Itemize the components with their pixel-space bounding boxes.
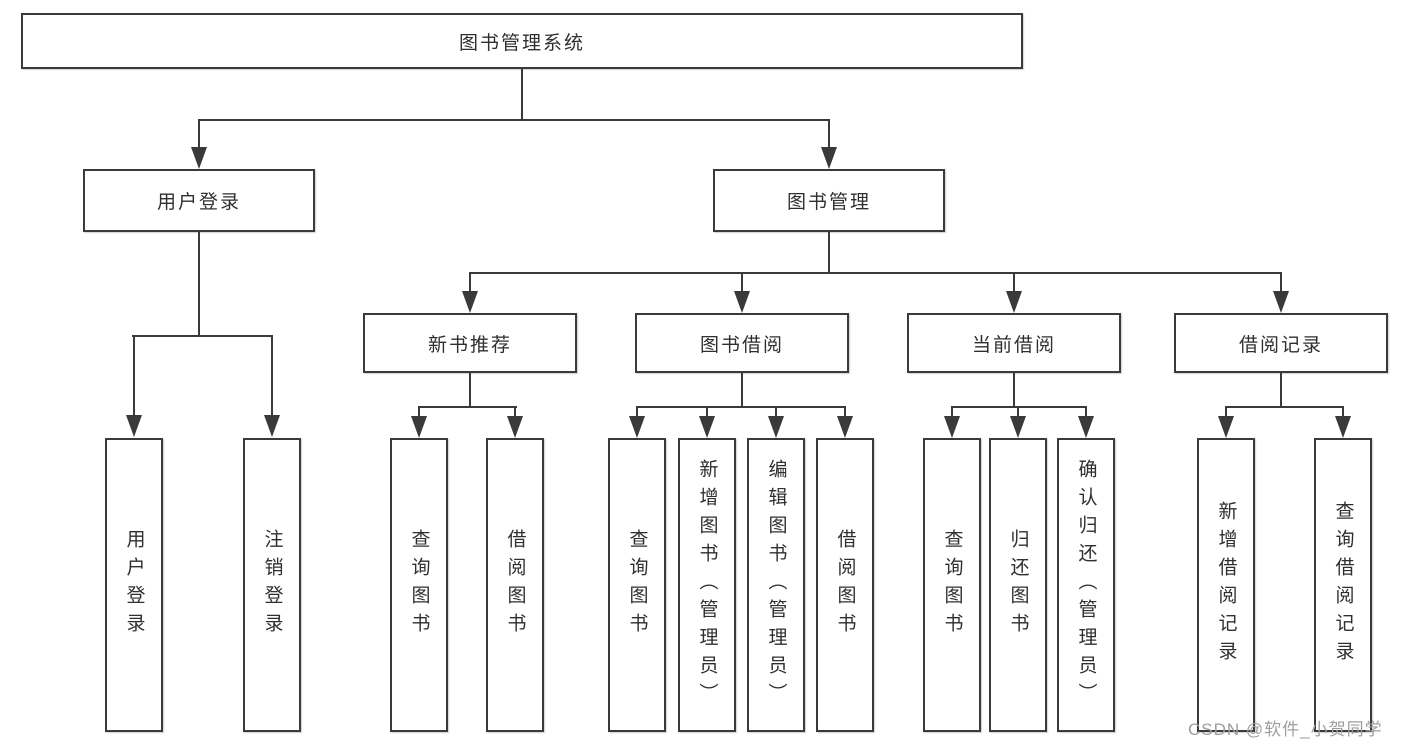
connector-line	[521, 69, 523, 120]
connector-line	[636, 406, 638, 417]
connector-line	[133, 335, 135, 416]
arrow-down-icon	[507, 416, 523, 438]
connector-line	[1085, 406, 1087, 417]
leaf-user-login-label: 用户登录	[123, 529, 145, 641]
leaf-borrow-edit-book-admin: 编辑图书（管理员）	[747, 438, 805, 732]
connector-line	[828, 119, 830, 148]
leaf-borrow-borrow-book-label: 借阅图书	[834, 529, 856, 641]
connector-line	[636, 406, 846, 408]
node-current-borrow: 当前借阅	[907, 313, 1121, 373]
node-user-login-label: 用户登录	[156, 192, 241, 213]
node-book-borrow-label: 图书借阅	[699, 334, 784, 356]
arrow-down-icon	[411, 416, 427, 438]
connector-line	[951, 406, 1087, 408]
connector-line	[1013, 373, 1015, 408]
connector-line	[198, 232, 200, 337]
leaf-borrow-add-book-admin-label: 新增图书（管理员）	[696, 459, 718, 711]
leaf-current-confirm-return-admin: 确认归还（管理员）	[1057, 438, 1115, 732]
arrow-down-icon	[462, 291, 478, 313]
arrow-down-icon	[734, 291, 750, 313]
arrow-down-icon	[768, 416, 784, 438]
leaf-user-login: 用户登录	[105, 438, 163, 732]
arrow-down-icon	[1078, 416, 1094, 438]
leaf-records-query-record-label: 查询借阅记录	[1332, 501, 1354, 669]
arrow-down-icon	[1010, 416, 1026, 438]
arrow-down-icon	[944, 416, 960, 438]
node-root-label: 图书管理系统	[458, 32, 585, 54]
connector-line	[828, 232, 830, 274]
node-current-borrow-label: 当前借阅	[971, 334, 1056, 356]
connector-line	[951, 406, 953, 417]
node-new-book-recommend-label: 新书推荐	[427, 334, 512, 356]
connector-line	[271, 335, 273, 416]
connector-line	[775, 406, 777, 417]
node-new-book-recommend: 新书推荐	[363, 313, 577, 373]
arrow-down-icon	[1006, 291, 1022, 313]
leaf-recommend-borrow-book-label: 借阅图书	[504, 529, 526, 641]
leaf-records-add-record-label: 新增借阅记录	[1215, 501, 1237, 669]
connector-line	[198, 119, 830, 121]
node-user-login: 用户登录	[83, 169, 315, 232]
node-book-borrow: 图书借阅	[635, 313, 849, 373]
leaf-logout-label: 注销登录	[261, 529, 283, 641]
leaf-current-return-book-label: 归还图书	[1007, 529, 1029, 641]
node-borrow-records-label: 借阅记录	[1238, 334, 1323, 356]
arrow-down-icon	[1273, 291, 1289, 313]
connector-line	[1017, 406, 1019, 417]
arrow-down-icon	[1218, 416, 1234, 438]
connector-line	[1280, 373, 1282, 408]
leaf-recommend-query-book-label: 查询图书	[408, 529, 430, 641]
leaf-records-query-record: 查询借阅记录	[1314, 438, 1372, 732]
connector-line	[741, 373, 743, 408]
connector-line	[514, 406, 516, 417]
connector-line	[1013, 272, 1015, 292]
arrow-down-icon	[191, 147, 207, 169]
connector-line	[706, 406, 708, 417]
leaf-borrow-query-book: 查询图书	[608, 438, 666, 732]
node-root: 图书管理系统	[21, 13, 1023, 69]
leaf-current-query-book: 查询图书	[923, 438, 981, 732]
arrow-down-icon	[699, 416, 715, 438]
connector-line	[418, 406, 517, 408]
connector-line	[741, 272, 743, 292]
connector-line	[418, 406, 420, 417]
connector-line	[844, 406, 846, 417]
leaf-records-add-record: 新增借阅记录	[1197, 438, 1255, 732]
csdn-watermark: CSDN @软件_小贺同学	[1188, 720, 1383, 739]
leaf-current-query-book-label: 查询图书	[941, 529, 963, 641]
connector-line	[1225, 406, 1227, 417]
node-book-management-label: 图书管理	[786, 192, 871, 213]
connector-line	[132, 335, 273, 337]
node-borrow-records: 借阅记录	[1174, 313, 1388, 373]
node-book-management: 图书管理	[713, 169, 945, 232]
leaf-recommend-query-book: 查询图书	[390, 438, 448, 732]
leaf-borrow-borrow-book: 借阅图书	[816, 438, 874, 732]
connector-line	[1225, 406, 1344, 408]
arrow-down-icon	[837, 416, 853, 438]
arrow-down-icon	[1335, 416, 1351, 438]
arrow-down-icon	[126, 415, 142, 437]
leaf-recommend-borrow-book: 借阅图书	[486, 438, 544, 732]
connector-line	[1342, 406, 1344, 417]
leaf-current-return-book: 归还图书	[989, 438, 1047, 732]
connector-line	[469, 272, 471, 292]
arrow-down-icon	[264, 415, 280, 437]
connector-line	[469, 272, 1282, 274]
leaf-borrow-edit-book-admin-label: 编辑图书（管理员）	[765, 459, 787, 711]
connector-line	[469, 373, 471, 408]
arrow-down-icon	[629, 416, 645, 438]
leaf-borrow-add-book-admin: 新增图书（管理员）	[678, 438, 736, 732]
leaf-borrow-query-book-label: 查询图书	[626, 529, 648, 641]
connector-line	[1280, 272, 1282, 292]
connector-line	[198, 119, 200, 148]
leaf-current-confirm-return-admin-label: 确认归还（管理员）	[1075, 459, 1097, 711]
arrow-down-icon	[821, 147, 837, 169]
leaf-logout: 注销登录	[243, 438, 301, 732]
